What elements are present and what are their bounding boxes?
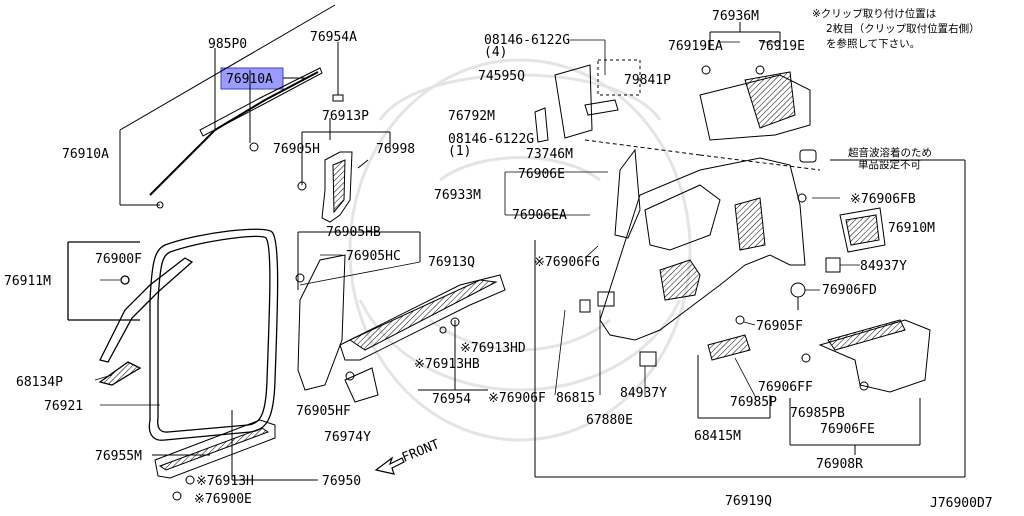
part-label-08146-4[interactable]: 08146-6122G [484, 33, 570, 48]
part-label-76906FD[interactable]: 76906FD [822, 283, 877, 298]
part-label-08146-1-qty[interactable]: (1) [448, 144, 471, 159]
part-label-76998[interactable]: 76998 [376, 142, 415, 157]
part-label-76955M[interactable]: 76955M [95, 449, 142, 464]
rear-upper-trim [699, 22, 811, 141]
part-label-84937Y-a[interactable]: 84937Y [620, 386, 667, 401]
part-label-76954[interactable]: 76954 [432, 392, 471, 407]
part-label-985P0[interactable]: 985P0 [208, 37, 247, 52]
part-label-76906E[interactable]: 76906E [518, 167, 565, 182]
part-label-76913P[interactable]: 76913P [322, 109, 369, 124]
part-label-76905HF[interactable]: 76905HF [296, 404, 351, 419]
part-label-76913HD[interactable]: ※76913HD [460, 341, 526, 356]
part-label-76906FE[interactable]: 76906FE [820, 422, 875, 437]
part-label-76919E[interactable]: 76919E [758, 39, 805, 54]
diagram-code: J76900D7 [930, 496, 993, 511]
front-kick-plate [152, 410, 318, 501]
ultrasonic-line-1: 超音波溶着のため [848, 146, 932, 159]
part-label-67880E[interactable]: 67880E [586, 413, 633, 428]
part-label-76954A[interactable]: 76954A [310, 30, 357, 45]
part-label-68134P[interactable]: 68134P [16, 375, 63, 390]
part-label-76974Y[interactable]: 76974Y [324, 430, 371, 445]
ultrasonic-line-2: 単品設定不可 [858, 158, 921, 171]
part-label-76905HB[interactable]: 76905HB [326, 225, 381, 240]
lower-center-parts [534, 240, 965, 478]
rear-right-parts [789, 149, 966, 477]
watermark-ornament [348, 58, 692, 442]
part-label-08146-4-qty[interactable]: (4) [484, 45, 507, 60]
part-label-86815[interactable]: 86815 [556, 391, 595, 406]
part-label-76913Q[interactable]: 76913Q [428, 255, 475, 270]
note-ultrasonic: 超音波溶着のため 単品設定不可 [848, 146, 932, 171]
part-label-76906F[interactable]: ※76906F [488, 391, 546, 406]
a-pillar-parts [119, 4, 344, 209]
part-label-76919EA[interactable]: 76919EA [668, 39, 723, 54]
part-label-76900E[interactable]: ※76900E [194, 492, 252, 507]
part-label-76913H[interactable]: ※76913H [196, 474, 254, 489]
part-label-76908R[interactable]: 76908R [816, 457, 863, 472]
part-label-76906EA[interactable]: 76906EA [512, 208, 567, 223]
rear-quarter-trim [534, 59, 821, 341]
note-line-3: を参照して下さい。 [826, 37, 920, 50]
part-label-08146-1[interactable]: 08146-6122G [448, 132, 534, 147]
part-label-76911M[interactable]: 76911M [4, 274, 51, 289]
part-label-76933M[interactable]: 76933M [434, 188, 481, 203]
part-label-68415M[interactable]: 68415M [694, 429, 741, 444]
part-label-76921[interactable]: 76921 [44, 399, 83, 414]
part-label-84937Y-b[interactable]: 84937Y [860, 259, 907, 274]
part-label-76792M[interactable]: 76792M [448, 109, 495, 124]
part-label-76910M[interactable]: 76910M [888, 221, 935, 236]
part-label-76913HB[interactable]: ※76913HB [414, 357, 480, 372]
b-pillar-lower [295, 231, 506, 403]
part-label-76919Q[interactable]: 76919Q [725, 494, 772, 509]
b-pillar-upper [297, 131, 391, 223]
front-arrow-icon [374, 456, 405, 475]
part-label-79841P[interactable]: 79841P [624, 73, 671, 88]
part-label-76936M[interactable]: 76936M [712, 9, 759, 24]
part-label-76950[interactable]: 76950 [322, 474, 361, 489]
leader-lines [94, 39, 860, 406]
part-label-76906FG[interactable]: ※76906FG [534, 255, 600, 270]
part-label-73746M[interactable]: 73746M [526, 147, 573, 162]
part-label-76910A[interactable]: 76910A [62, 147, 109, 162]
part-label-76905H[interactable]: 76905H [273, 142, 320, 157]
note-line-2: 2枚目（クリップ取付位置右側） [826, 22, 980, 35]
part-label-74595Q[interactable]: 74595Q [478, 69, 525, 84]
part-label-76985P[interactable]: 76985P [730, 395, 777, 410]
door-weatherstrip [67, 228, 279, 441]
part-labels: 985P0 76910A 76954A 76910A 76913P 76905H… [4, 9, 935, 509]
part-label-76900F[interactable]: 76900F [95, 252, 142, 267]
part-label-76905HC[interactable]: 76905HC [346, 249, 401, 264]
part-label-76906FF[interactable]: 76906FF [758, 380, 813, 395]
note-line-1: ※クリップ取り付け位置は [812, 7, 936, 20]
part-label-76910A-highlighted[interactable]: 76910A [226, 72, 273, 87]
part-label-76906FB[interactable]: ※76906FB [850, 192, 916, 207]
part-label-76905F[interactable]: 76905F [756, 319, 803, 334]
front-label: FRONT [400, 437, 442, 466]
part-label-76985PB[interactable]: 76985PB [790, 406, 845, 421]
note-top-right: ※クリップ取り付け位置は 2枚目（クリップ取付位置右側） を参照して下さい。 [812, 7, 980, 50]
